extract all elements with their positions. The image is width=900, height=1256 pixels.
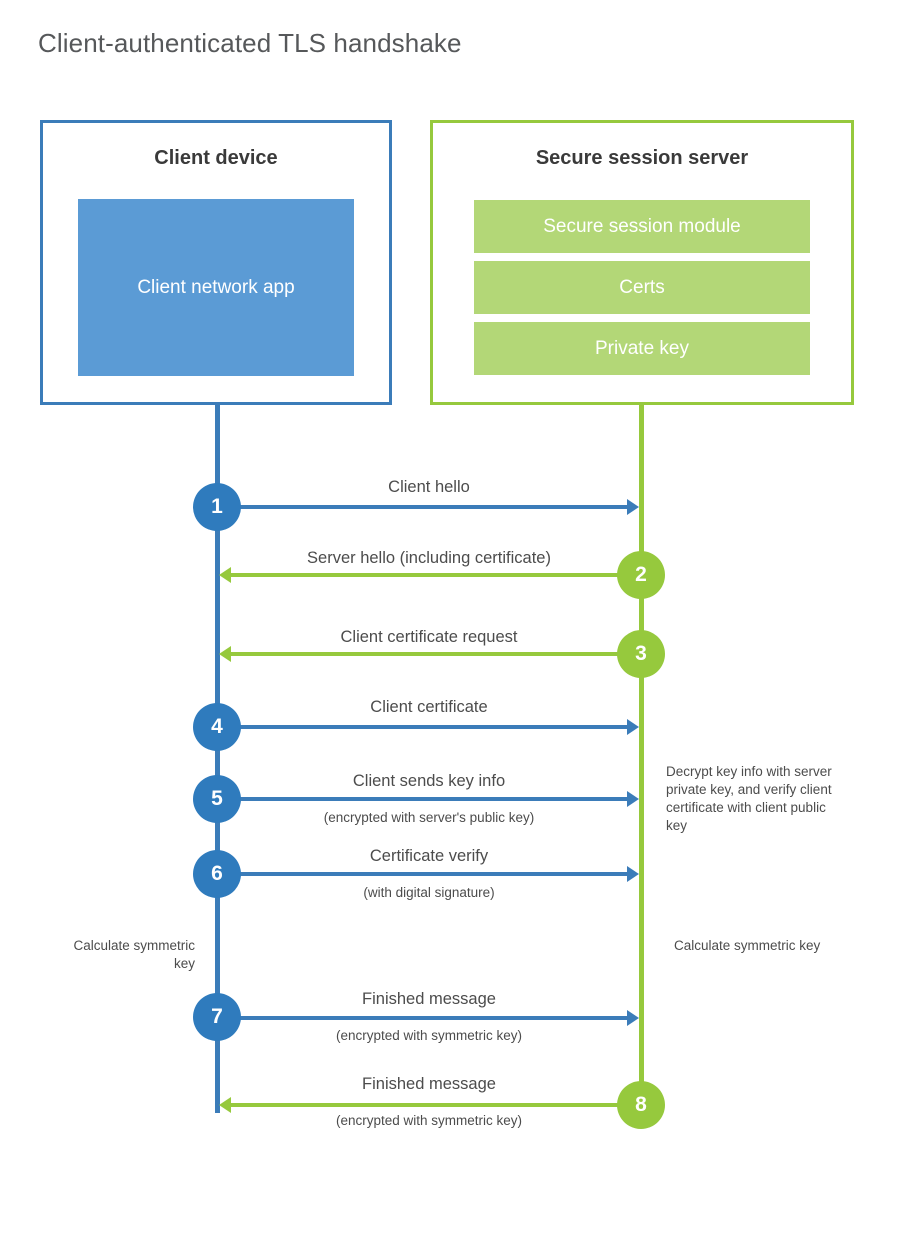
step-1-label: Client hello <box>388 478 470 496</box>
step-6-circle[interactable]: 6 <box>193 850 241 898</box>
client-lifeline <box>215 405 220 1113</box>
step-4-circle[interactable]: 4 <box>193 703 241 751</box>
step-3-label: Client certificate request <box>340 628 518 646</box>
arrow-head-left-icon <box>219 567 231 583</box>
step-1-circle[interactable]: 1 <box>193 483 241 531</box>
step-6-sublabel: (with digital signature) <box>363 885 495 900</box>
step-6-arrow <box>218 866 639 882</box>
arrow-head-right-icon <box>627 719 639 735</box>
client-device-box: Client device Client network app <box>40 120 392 405</box>
server-decrypt-annotation: Decrypt key info with server private key… <box>666 764 832 833</box>
client-device-title: Client device <box>154 147 278 169</box>
arrow-head-left-icon <box>219 646 231 662</box>
secure-session-server-title: Secure session server <box>535 147 749 169</box>
arrow-head-right-icon <box>627 499 639 515</box>
client-calculate-symmetric-key-note: Calculate symmetric key <box>73 938 195 971</box>
step-2-label: Server hello (including certificate) <box>307 549 551 567</box>
client-network-app-block: Client network app <box>78 199 354 376</box>
step-5-sublabel: (encrypted with server's public key) <box>323 810 535 825</box>
step-2-arrow <box>219 567 642 583</box>
step-5-circle[interactable]: 5 <box>193 775 241 823</box>
step-8-circle[interactable]: 8 <box>617 1081 665 1129</box>
server-module-private-key: Private key <box>474 322 810 375</box>
step-8-label: Finished message <box>362 1075 496 1093</box>
step-8-arrow <box>219 1097 642 1113</box>
server-module-secure-session: Secure session module <box>474 200 810 253</box>
step-3-arrow <box>219 646 642 662</box>
secure-session-server-box: Secure session server Secure session mod… <box>430 120 854 405</box>
arrow-head-right-icon <box>627 866 639 882</box>
step-7-arrow <box>218 1010 639 1026</box>
step-7-sublabel: (encrypted with symmetric key) <box>335 1028 523 1043</box>
server-calculate-symmetric-key-note: Calculate symmetric key <box>674 938 821 953</box>
server-lifeline <box>639 405 644 1107</box>
arrow-head-right-icon <box>627 1010 639 1026</box>
step-7-label: Finished message <box>362 990 496 1008</box>
step-7-circle[interactable]: 7 <box>193 993 241 1041</box>
arrow-head-right-icon <box>627 791 639 807</box>
server-module-list: Secure session module Certs Private key <box>474 200 810 383</box>
step-6-label: Certificate verify <box>369 847 489 865</box>
step-2-circle[interactable]: 2 <box>617 551 665 599</box>
page-title: Client-authenticated TLS handshake <box>38 28 462 58</box>
step-5-arrow <box>218 791 639 807</box>
step-4-arrow <box>218 719 639 735</box>
step-1-arrow <box>218 499 639 515</box>
step-3-circle[interactable]: 3 <box>617 630 665 678</box>
step-8-sublabel: (encrypted with symmetric key) <box>335 1113 523 1128</box>
arrow-head-left-icon <box>219 1097 231 1113</box>
step-5-label: Client sends key info <box>352 772 506 790</box>
step-4-label: Client certificate <box>370 698 488 716</box>
server-module-certs: Certs <box>474 261 810 314</box>
